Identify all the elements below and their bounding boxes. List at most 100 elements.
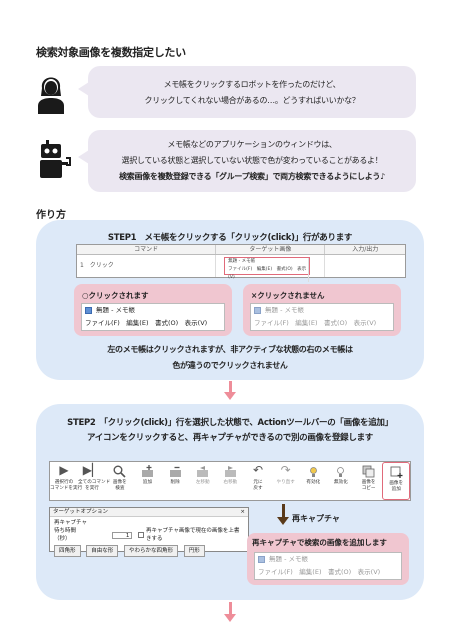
thumb-menu: ファイル(F) 編集(E) 書式(O) 表示(V) — [228, 266, 310, 282]
step2-title-line: アイコンをクリックすると、再キャプチャができるので別の画像を登録します — [87, 433, 373, 443]
toolbar-label: 元に 戻す — [253, 480, 263, 491]
add-button[interactable]: 追加 — [134, 462, 162, 500]
play-all-icon: ▶▏ — [82, 463, 102, 478]
down-arrow-head — [224, 392, 236, 400]
page-title: 検索対象画像を複数指定したい — [36, 46, 186, 59]
ellipse-button[interactable]: 円形 — [183, 545, 205, 557]
robot-avatar-icon — [36, 138, 72, 180]
copy-image-button[interactable]: 画像を コピー — [355, 462, 383, 500]
toolbar-label: 左移動 — [195, 480, 210, 485]
thumb-title: 無題 - メモ帳 — [228, 258, 310, 266]
toolbar-label: やり直す — [276, 480, 295, 485]
notepad-window-inactive: 無題 - メモ帳 ファイル(F) 編集(E) 書式(O) 表示(V) — [250, 303, 394, 331]
row-command: クリック — [89, 262, 114, 269]
row-number: 1 — [80, 262, 84, 269]
toolbar-label: 画像を 追加 — [389, 481, 404, 492]
bubble-line: メモ帳などのアプリケーションのウィンドウは、 — [167, 140, 337, 149]
toolbar-label: 削除 — [170, 480, 180, 485]
redo-icon: ↷ — [280, 463, 291, 478]
step1-title: STEP1 メモ帳をクリックする「クリック(click)」行があります — [107, 233, 353, 243]
delete-button[interactable]: 削除 — [161, 462, 189, 500]
toolbar-label: 選択行の コマンドを実行 — [50, 480, 83, 491]
inspect-image-button[interactable]: 画像を 検査 — [106, 462, 134, 500]
recapture-heading: 再キャプチャ — [54, 520, 87, 526]
notepad-icon — [85, 307, 92, 314]
toolbar-label: 画像を コピー — [361, 480, 376, 491]
dialog-title: ターゲットオプション — [53, 509, 109, 515]
disable-button[interactable]: 無効化 — [327, 462, 355, 500]
recapture-label: 再キャプチャ — [292, 514, 340, 523]
step2-title-line: STEP2 「クリック(click)」行を選択した状態で、Actionツールバー… — [67, 418, 393, 428]
wait-seconds-input[interactable]: 1 — [112, 531, 133, 539]
notepad-window-active: 無題 - メモ帳 ファイル(F) 編集(E) 書式(O) 表示(V) — [81, 303, 225, 331]
column-header: コマンド — [77, 245, 217, 254]
target-options-dialog: ターゲットオプション × 再キャプチャ 待ち時間（秒） 1 再キャプチャ画像で現… — [49, 507, 249, 557]
column-header: 入力/出力 — [352, 246, 379, 253]
play-icon: ▶ — [59, 463, 69, 478]
rectangle-button[interactable]: 四角形 — [54, 545, 81, 557]
magnifier-icon — [113, 464, 127, 478]
notepad-title: 無題 - メモ帳 — [269, 555, 308, 563]
action-toolbar: ▶ 選択行の コマンドを実行 ▶▏ 全てのコマンド を実行 画像を 検査 追加 … — [49, 461, 411, 501]
close-icon[interactable]: × — [240, 509, 245, 515]
step1-note: 左のメモ帳はクリックされますが、非アクティブな状態の右のメモ帳は 色が違うのでク… — [36, 342, 424, 374]
rounded-rectangle-button[interactable]: やわらかな四角形 — [124, 545, 179, 557]
notepad-menu: ファイル(F) 編集(E) 書式(O) 表示(V) — [258, 568, 381, 576]
notepad-menu: ファイル(F) 編集(E) 書式(O) 表示(V) — [254, 319, 377, 327]
move-right-button[interactable]: 右移動 — [217, 462, 245, 500]
note-line: 色が違うのでクリックされません — [172, 361, 288, 370]
toolbar-label: 有効化 — [306, 480, 321, 485]
move-left-button[interactable]: 左移動 — [189, 462, 217, 500]
move-left-icon — [196, 464, 210, 478]
down-arrow-icon — [229, 602, 232, 615]
notepad-title: 無題 - メモ帳 — [96, 306, 135, 314]
woman-avatar-icon — [36, 68, 66, 114]
table-header: コマンド ターゲット画像 入力/出力 — [77, 245, 405, 255]
bubble-line: クリックしてくれない場合があるの…。どうすればいいかな？ — [144, 96, 360, 105]
notepad-window-inactive: 無題 - メモ帳 ファイル(F) 編集(E) 書式(O) 表示(V) — [254, 552, 402, 580]
table-row[interactable]: 1 クリック 無題 - メモ帳 ファイル(F) 編集(E) 書式(O) 表示(V… — [77, 255, 405, 282]
bubble-line: メモ帳をクリックするロボットを作ったのだけど、 — [163, 80, 341, 89]
toolbar-label: 追加 — [142, 480, 153, 485]
run-all-button[interactable]: ▶▏ 全てのコマンド を実行 — [78, 462, 111, 500]
checkbox-label: 再キャプチャ画像で現在の画像を上書きする — [145, 528, 240, 542]
toolbar-label: 無効化 — [334, 480, 348, 485]
toolbar-label: 全てのコマンド を実行 — [78, 480, 111, 491]
target-image-thumbnail: 無題 - メモ帳 ファイル(F) 編集(E) 書式(O) 表示(V) — [224, 257, 311, 282]
inactive-notepad-example: ×クリックされません 無題 - メモ帳 ファイル(F) 編集(E) 書式(O) … — [243, 284, 401, 336]
wait-label: 待ち時間（秒） — [54, 528, 77, 542]
notepad-icon — [254, 307, 261, 314]
toolbar-label: 画像を 検査 — [112, 480, 127, 491]
command-table: コマンド ターゲット画像 入力/出力 1 クリック 無題 - メモ帳 ファイル(… — [76, 244, 406, 282]
down-arrow-head — [224, 614, 236, 622]
enable-button[interactable]: 有効化 — [299, 462, 327, 500]
enable-icon — [306, 464, 320, 478]
column-header: ターゲット画像 — [216, 245, 326, 254]
run-selected-button[interactable]: ▶ 選択行の コマンドを実行 — [50, 462, 83, 500]
copy-image-icon — [362, 464, 376, 478]
active-notepad-example: ○クリックされます 無題 - メモ帳 ファイル(F) 編集(E) 書式(O) 表… — [74, 284, 232, 336]
move-right-icon — [223, 464, 237, 478]
freeform-button[interactable]: 自由な形 — [86, 545, 119, 557]
add-image-button[interactable]: 画像を 追加 — [382, 462, 411, 500]
delete-icon — [168, 464, 182, 478]
redo-button[interactable]: ↷ やり直す — [272, 462, 300, 500]
section-heading: 作り方 — [36, 210, 66, 221]
ok-label: ○クリックされます — [82, 291, 149, 300]
notepad-title: 無題 - メモ帳 — [265, 306, 304, 314]
overwrite-checkbox[interactable] — [138, 532, 144, 538]
down-arrow-icon — [282, 504, 285, 518]
added-image-example: 再キャプチャで検索の画像を追加します 無題 - メモ帳 ファイル(F) 編集(E… — [247, 533, 409, 585]
notepad-icon — [258, 556, 265, 563]
bubble-line: 検索画像を複数登録できる「グループ検索」で両方検索できるようにしよう♪ — [119, 172, 385, 181]
add-image-icon — [389, 465, 403, 479]
undo-button[interactable]: ↶ 元に 戻す — [244, 462, 272, 500]
undo-icon: ↶ — [252, 463, 264, 478]
add-icon — [140, 464, 154, 478]
disable-icon — [334, 464, 348, 478]
bubble-line: 選択している状態と選択していない状態で色が変わっていることがあるよ！ — [121, 156, 383, 165]
added-label: 再キャプチャで検索の画像を追加します — [252, 538, 387, 547]
note-line: 左のメモ帳はクリックされますが、非アクティブな状態の右のメモ帳は — [107, 345, 353, 354]
speech-bubble-answer: メモ帳などのアプリケーションのウィンドウは、 選択している状態と選択していない状… — [88, 130, 416, 192]
notepad-menu: ファイル(F) 編集(E) 書式(O) 表示(V) — [85, 319, 208, 327]
